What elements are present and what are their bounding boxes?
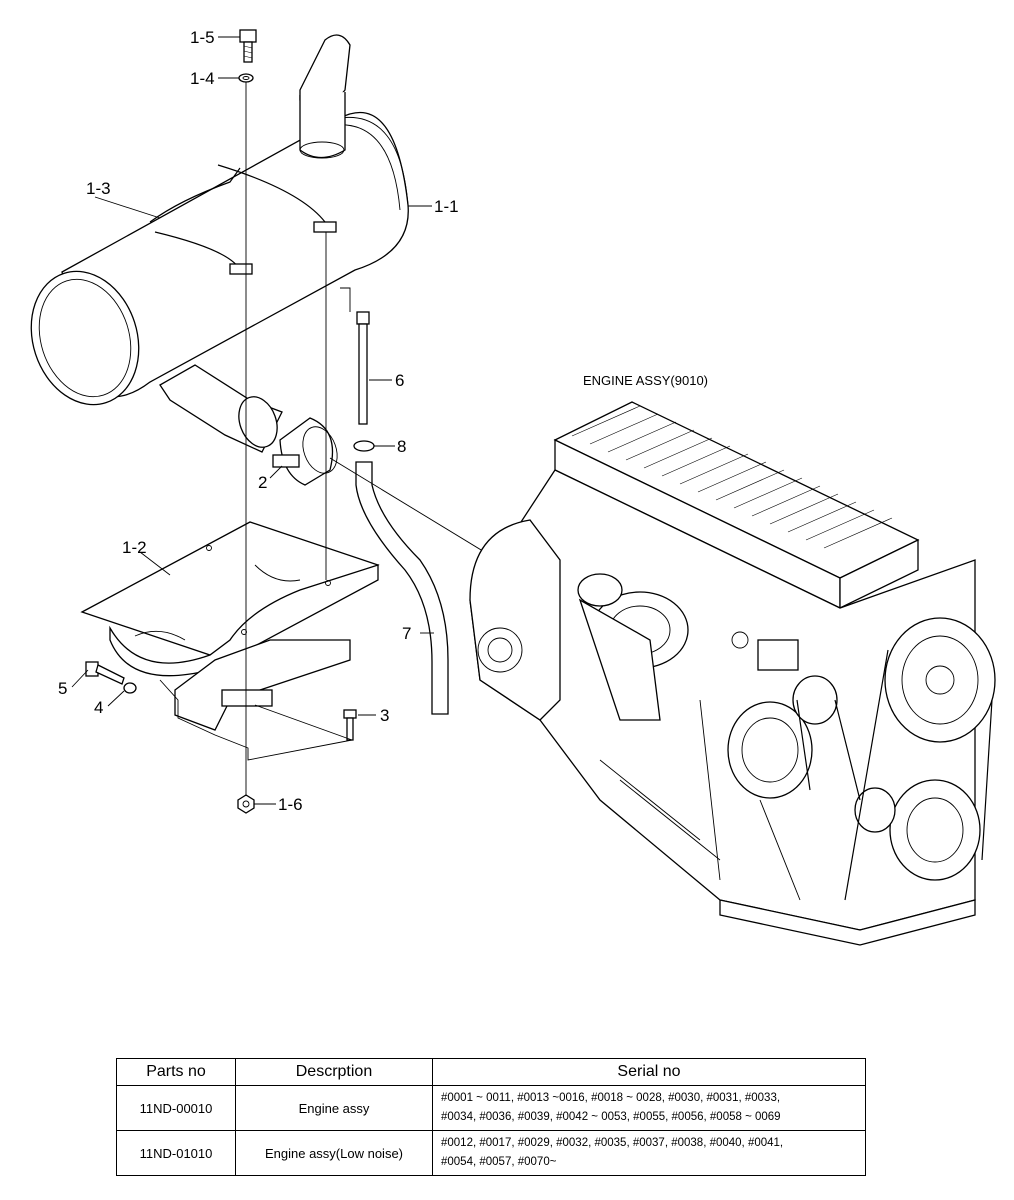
hose-7 xyxy=(355,461,449,715)
washer-4 xyxy=(123,682,137,694)
engine-assembly xyxy=(469,401,996,946)
callout-7: 7 xyxy=(402,624,411,643)
serial-line: #0012, #0017, #0029, #0032, #0035, #0037… xyxy=(441,1137,784,1149)
table-row: 11ND-00010 Engine assy #0001 ~ 0011, #00… xyxy=(116,1085,866,1131)
table-header-row: Parts no Descrption Serial no xyxy=(116,1058,866,1086)
pipe-clamp xyxy=(272,417,338,486)
callout-1-3: 1-3 xyxy=(86,179,111,198)
callout-1-6: 1-6 xyxy=(278,795,303,814)
callout-4: 4 xyxy=(94,698,103,717)
callout-1-1: 1-1 xyxy=(434,197,459,216)
exploded-parts-diagram: 1-5 1-4 1-3 1-1 6 8 2 1-2 7 5 4 3 1-6 EN… xyxy=(30,28,996,946)
cell-part-no: 11ND-01010 xyxy=(116,1130,236,1176)
serial-line: #0001 ~ 0011, #0013 ~0016, #0018 ~ 0028,… xyxy=(441,1092,781,1104)
muffler-bracket xyxy=(80,521,380,731)
bolt-5 xyxy=(85,661,125,685)
table-row: 11ND-01010 Engine assy(Low noise) #0012,… xyxy=(116,1130,866,1176)
cell-part-no: 11ND-00010 xyxy=(116,1085,236,1131)
callout-3: 3 xyxy=(380,706,389,725)
callout-1-2: 1-2 xyxy=(122,538,147,557)
callout-1-4: 1-4 xyxy=(190,69,215,88)
cell-serial-no: #0001 ~ 0011, #0013 ~0016, #0018 ~ 0028,… xyxy=(432,1085,866,1131)
callout-leaders xyxy=(71,36,434,805)
callout-8: 8 xyxy=(397,437,406,456)
washer-1-4 xyxy=(238,73,254,83)
drain-tube-6 xyxy=(356,311,370,425)
header-description: Descrption xyxy=(235,1058,433,1086)
tailpipe xyxy=(299,34,351,159)
serial-line: #0034, #0036, #0039, #0042 ~ 0053, #0055… xyxy=(441,1111,781,1123)
callout-6: 6 xyxy=(395,371,404,390)
header-parts-no: Parts no xyxy=(116,1058,236,1086)
cell-serial-no: #0012, #0017, #0029, #0032, #0035, #0037… xyxy=(432,1130,866,1176)
hose-clamp-8 xyxy=(353,440,375,452)
cell-description: Engine assy(Low noise) xyxy=(235,1130,433,1176)
muffler-body xyxy=(30,112,409,406)
bolt-1-5 xyxy=(239,29,257,63)
callout-1-5: 1-5 xyxy=(190,28,215,47)
callout-5: 5 xyxy=(58,679,67,698)
bolt-3 xyxy=(343,709,357,741)
callout-2: 2 xyxy=(258,473,267,492)
engine-assy-title: ENGINE ASSY(9010) xyxy=(583,373,708,388)
muffler-outlet-pipe xyxy=(159,364,283,453)
cell-description: Engine assy xyxy=(235,1085,433,1131)
nut-1-6 xyxy=(237,794,255,814)
parts-table: Parts no Descrption Serial no 11ND-00010… xyxy=(116,1058,866,1176)
header-serial-no: Serial no xyxy=(432,1058,866,1086)
serial-line: #0054, #0057, #0070~ xyxy=(441,1156,557,1168)
